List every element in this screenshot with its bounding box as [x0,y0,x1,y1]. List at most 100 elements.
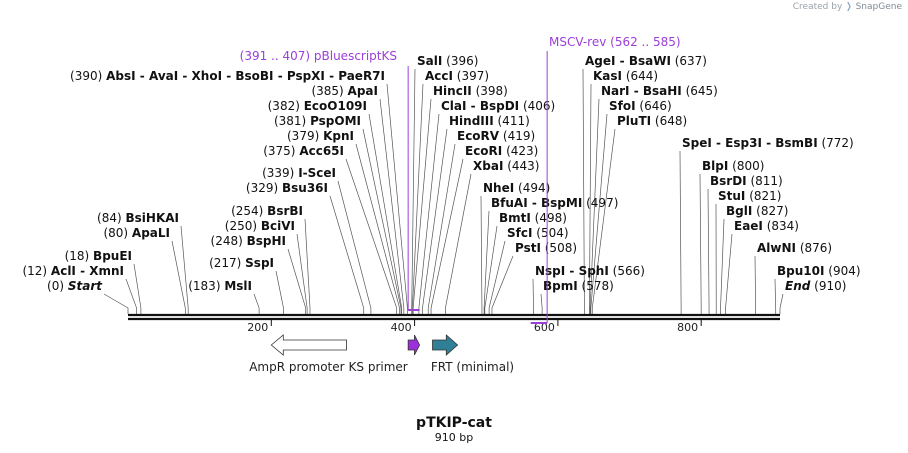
site-label-alwni: AlwNI (876) [757,241,832,255]
site-label-eaei: EaeI (834) [734,219,799,233]
site-name: Bsu36I [282,181,328,195]
feature-label-ks-primer: KS primer [349,360,408,374]
site-label-bmti: BmtI (498) [499,211,567,225]
site-name: SalI [417,54,442,68]
site-label-bsrbi: (254) BsrBI [231,204,303,218]
site-position: (379) [287,129,323,143]
site-leader-sspi [275,270,284,314]
site-label-bgli: BglI (827) [726,204,788,218]
credit-prefix: Created by [792,2,843,12]
site-leader-eaei [725,233,733,314]
site-leader-bsu36i [329,195,365,314]
site-leader-sfci [488,240,506,314]
site-label-hindiii: HindIII (411) [449,114,530,128]
site-leader-apai [379,98,405,314]
site-name: ApaI [348,84,378,98]
site-position: (827) [752,204,788,218]
site-label-bfuai-bspmi: BfuAI - BspMI (497) [491,196,618,210]
site-leader-kasi [589,83,592,314]
site-position: (250) [225,219,261,233]
site-name: Start [68,279,103,293]
site-name: BsrBI [267,204,303,218]
plasmid-name: pTKIP-cat [416,415,492,431]
site-label-bsphi: (248) BspHI [211,234,286,248]
site-leader-msli [253,293,260,314]
site-leader-sfoi [590,113,608,314]
site-position: (645) [682,84,718,98]
site-leader-ecori [430,158,464,314]
site-label-agei-bsawi: AgeI - BsaWI (637) [585,54,707,68]
site-leader-pspomi [362,128,402,314]
site-leader-bcivi [296,233,308,314]
site-label-bpmi: BpmI (578) [543,279,614,293]
site-name: EcoRI [465,144,502,158]
site-leader-start [103,293,129,314]
site-leader-nspi-sphi [532,278,534,314]
site-position: (254) [231,204,267,218]
site-leader-xbai [445,173,472,314]
site-position: (84) [97,211,125,225]
site-leader-alwni [754,255,756,314]
site-label-stui: StuI (821) [718,189,781,203]
site-label-bsu36i: (329) Bsu36I [246,181,328,195]
site-name: XbaI [473,159,503,173]
site-leader-hincii [412,98,432,314]
site-leader-bpu10i [774,278,777,314]
site-position: (248) [211,234,247,248]
site-leader-acci [412,83,424,314]
site-leader-apali [171,240,186,314]
site-position: (385) [311,84,347,98]
site-label-blpi: BlpI (800) [702,159,764,173]
site-leader-spei-esp3i-bsmbi [679,150,682,314]
site-leader-bsphi [287,248,307,314]
site-position: (644) [622,69,658,83]
site-position: (183) [188,279,224,293]
site-name: BpmI [543,279,578,293]
site-leader-bgli [720,218,725,314]
site-name: BglI [726,204,752,218]
credit-brand: SnapGene [855,2,902,12]
site-name: BmtI [499,211,531,225]
site-label-kasi: KasI (644) [593,69,658,83]
site-name: AccI [425,69,453,83]
site-position: (498) [531,211,567,225]
site-leader-nari-bsahi [589,98,600,314]
site-label-ecoo109i: (382) EcoO109I [268,99,367,113]
site-name: BciVI [261,219,295,233]
site-name: SspI [245,256,274,270]
site-label-bpuei: (18) BpuEI [65,249,132,263]
site-name: PstI [515,241,541,255]
site-name: BsiHKAI [126,211,180,225]
site-name: HindIII [449,114,494,128]
site-name: EcoO109I [304,99,367,113]
site-leader-psti [491,255,514,314]
site-label-nhei: NheI (494) [483,181,550,195]
site-label-bsihkai: (84) BsiHKAI [97,211,179,225]
site-name: PluTI [617,114,651,128]
site-position: (411) [494,114,530,128]
feature-arrow-frt-minimal- [432,334,459,356]
site-label-xbai: XbaI (443) [473,159,540,173]
site-name: AgeI - BsaWI [585,54,671,68]
site-position: (390) [70,69,106,83]
primer-label-mscv-rev: MSCV-rev (562 .. 585) [549,35,681,49]
site-label-clai-bspdi: ClaI - BspDI (406) [441,99,555,113]
site-label-pluti: PluTI (648) [617,114,687,128]
primer-name: pBluescriptKS [314,49,397,63]
site-label-i-scei: (339) I-SceI [262,166,336,180]
site-position: (497) [582,196,618,210]
site-label-sfoi: SfoI (646) [609,99,672,113]
site-name: AbsI - AvaI - XhoI - BsoBI - PspXI - Pae… [106,69,385,83]
site-label-kpni: (379) KpnI [287,129,354,143]
scale-tick-label: 400 [391,321,412,334]
site-label-acc65i: (375) Acc65I [263,144,344,158]
site-label-sspi: (217) SspI [209,256,274,270]
plasmid-length: 910 bp [435,431,473,444]
site-label-acci: AccI (397) [425,69,489,83]
site-name: HincII [433,84,472,98]
site-name: MslI [224,279,252,293]
site-label-apali: (80) ApaLI [103,226,170,240]
site-label-end: End (910) [785,279,846,293]
